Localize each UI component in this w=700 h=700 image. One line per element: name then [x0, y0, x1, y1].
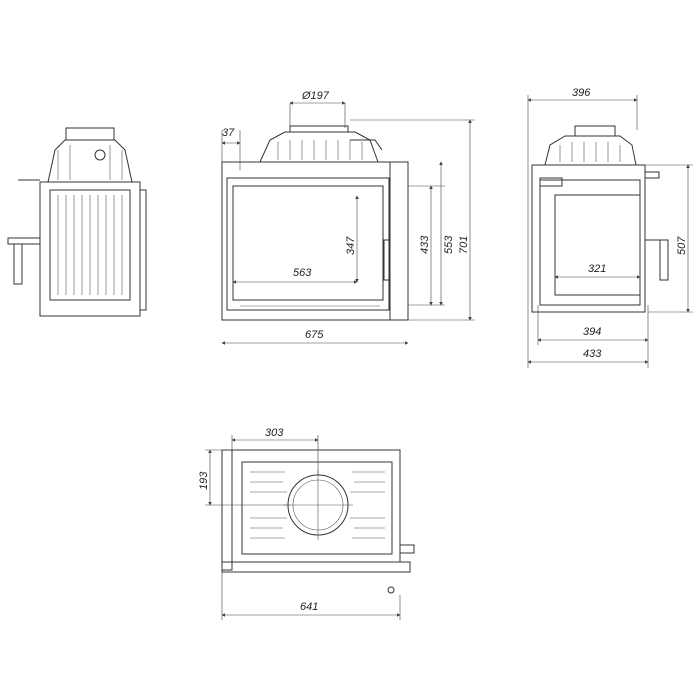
- dim-opening-height: 433: [419, 235, 431, 254]
- dim-flue-diameter: Ø197: [301, 90, 330, 102]
- dim-glass-width: 563: [293, 267, 312, 279]
- dim-frame-height: 553: [443, 235, 455, 254]
- dim-glass-width-side: 321: [588, 263, 606, 275]
- dim-total-width-top: 641: [300, 601, 318, 613]
- dim-height: 507: [676, 236, 688, 255]
- dim-flue-offset-x: 303: [265, 427, 284, 439]
- dim-frame-depth: 394: [583, 326, 601, 338]
- dim-total-height: 701: [458, 236, 470, 254]
- dim-top-depth: 396: [572, 87, 591, 99]
- top-view: 303 193 641: [198, 427, 415, 620]
- front-view: 675 563 347 433 553 701 Ø197 37: [221, 90, 475, 345]
- left-side-view: [7, 127, 147, 317]
- dim-side-offset: 37: [222, 127, 235, 139]
- dim-total-depth: 433: [583, 348, 602, 360]
- dim-flue-offset-y: 193: [198, 471, 210, 490]
- dim-glass-height: 347: [345, 236, 357, 255]
- right-side-view: 396 507 321 394 433: [527, 87, 693, 368]
- dim-total-width: 675: [305, 329, 324, 341]
